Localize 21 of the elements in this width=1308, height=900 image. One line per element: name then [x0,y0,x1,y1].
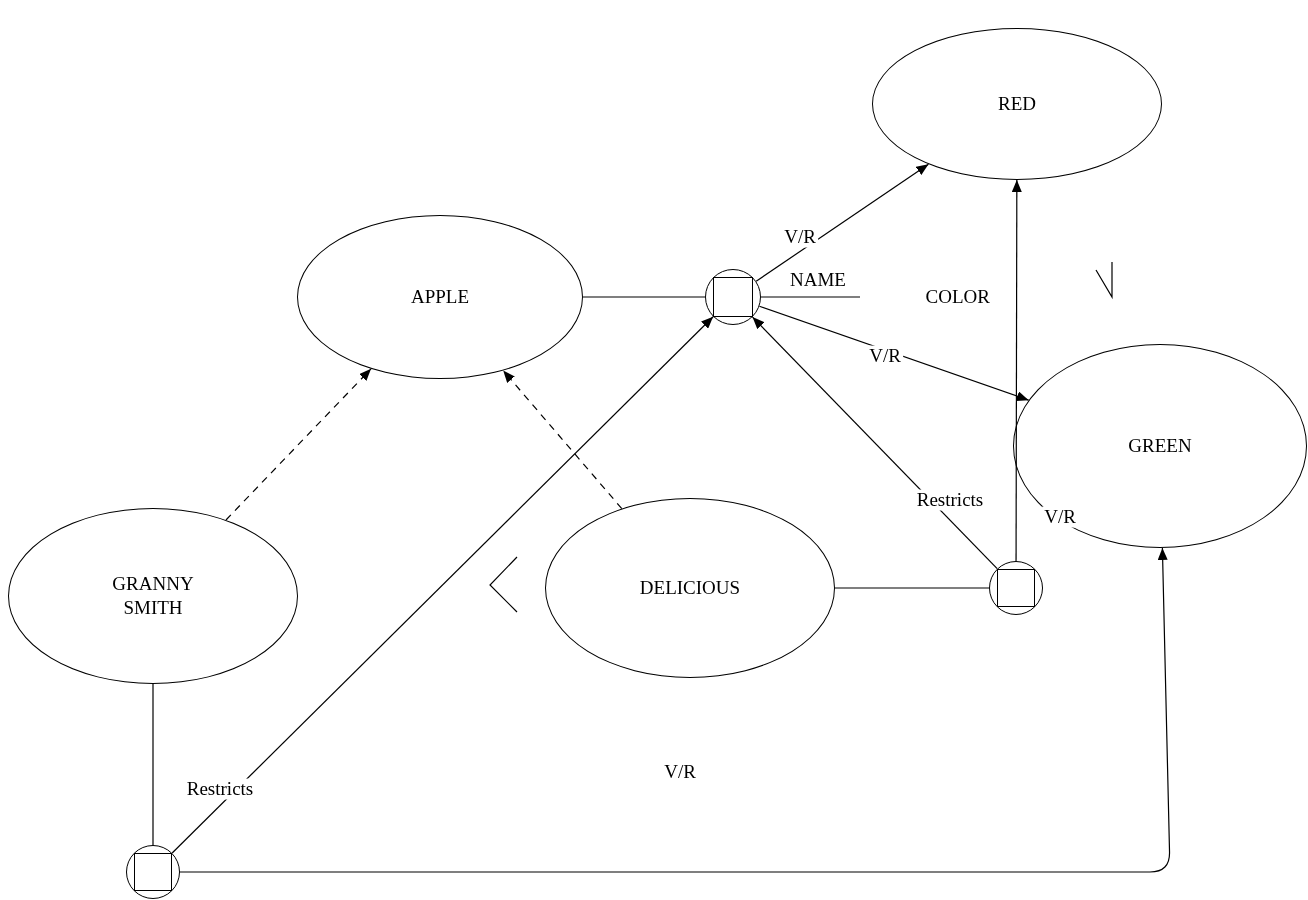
concept-name: GREEN [1128,434,1192,458]
arrow [1011,179,1022,562]
connector-line [760,296,861,298]
edge-label: V/R [1042,506,1078,528]
arrow [751,316,998,570]
arrow [171,316,714,854]
arrow [502,369,623,510]
arrow [179,547,1171,873]
connector-line [582,296,706,298]
edge-label: Restricts [184,778,256,800]
arrow [758,305,1030,401]
concept-name: DELICIOUS [639,576,741,600]
attribute-label: COLOR [925,285,990,309]
edge-label: Restricts [914,489,986,511]
connector-line [152,683,154,846]
concept-name: RED [998,92,1036,116]
concept-name: APPLE [410,285,470,309]
concept-name: GRANNY SMITH [111,572,195,620]
arrow [225,368,372,521]
arrow [755,163,930,282]
connector-line [834,587,990,589]
